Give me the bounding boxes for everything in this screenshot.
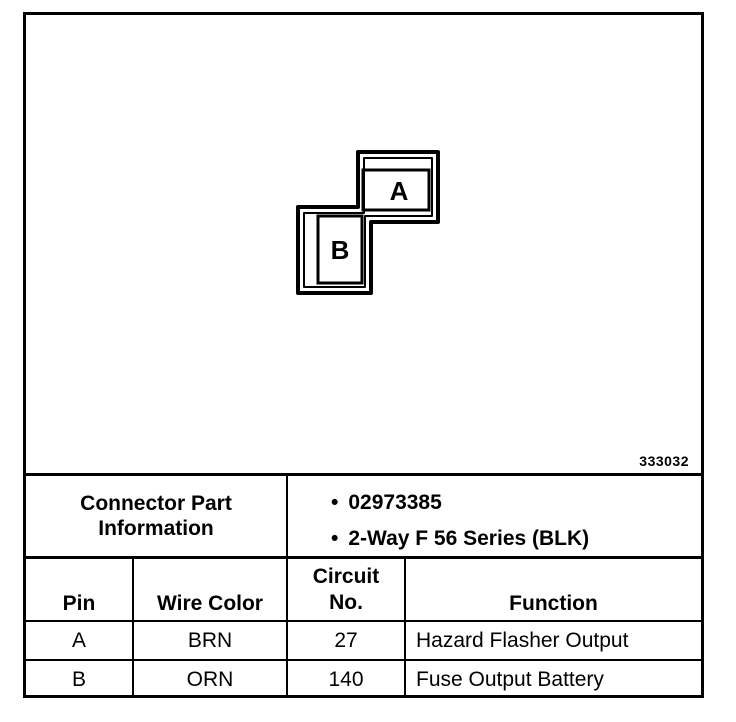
connector-sheet: A B 333032 Connector Part Information • … (23, 12, 704, 698)
bullet-2: • (331, 527, 339, 550)
row-a-wire-color: BRN (187, 628, 233, 652)
connector-description: 2-Way F 56 Series (BLK) (348, 527, 590, 550)
col-rule-circuit (404, 558, 406, 698)
connector-housing-outer (296, 150, 440, 295)
connector-part-label-line1: Connector Part (80, 491, 232, 515)
pin-label-b: B (331, 235, 350, 265)
connector-housing-inner (303, 157, 433, 288)
row-b-pin: B (71, 667, 86, 691)
part-number-line: • 02973385 (331, 485, 589, 521)
col-rule-1 (286, 475, 288, 698)
row-b-wire-color: ORN (186, 667, 234, 691)
header-wire-color: Wire Color (157, 591, 263, 615)
pin-label-a: A (390, 176, 409, 206)
header-circuit-line1: Circuit (312, 565, 380, 589)
row-a-pin: A (71, 628, 86, 652)
row-b-function: Fuse Output Battery (416, 667, 604, 691)
header-function: Function (509, 591, 598, 615)
divider-header-rows (26, 620, 701, 622)
row-b-circuit: 140 (328, 667, 364, 691)
header-circuit-no: Circuit No. (288, 559, 404, 620)
divider-drawing-table (26, 473, 701, 476)
divider-info-header (26, 556, 701, 559)
cavity-b (316, 214, 364, 285)
col-rule-pin (132, 558, 134, 698)
row-a-circuit: 27 (334, 628, 358, 652)
header-circuit-line2: No. (329, 590, 363, 614)
header-pin: Pin (62, 591, 96, 615)
connector-part-label: Connector Part Information (26, 476, 286, 556)
connector-drawing: A B 333032 (26, 15, 701, 475)
description-line: • 2-Way F 56 Series (BLK) (331, 521, 589, 557)
figure-number: 333032 (639, 453, 689, 469)
bullet-1: • (331, 491, 339, 514)
connector-face-svg: A B (296, 150, 440, 295)
divider-row-a-b (26, 659, 701, 661)
cavity-a (361, 168, 431, 212)
connector-part-details: • 02973385 • 2-Way F 56 Series (BLK) (331, 485, 589, 557)
part-number: 02973385 (348, 491, 442, 514)
connector-part-label-line2: Information (98, 517, 214, 540)
row-a-function: Hazard Flasher Output (416, 628, 629, 652)
